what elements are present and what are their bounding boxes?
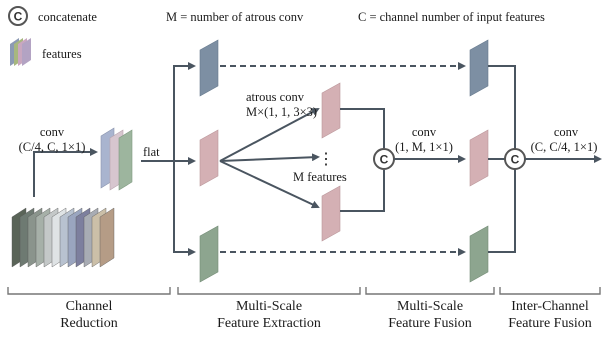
atrous-arrow-bottom — [219, 160, 320, 209]
feature-middle-pink — [199, 129, 219, 187]
final-in-top — [488, 65, 516, 149]
concat-icon — [8, 6, 28, 26]
atrous-arrow-middle — [219, 153, 320, 162]
input-feature-stack — [11, 207, 115, 268]
final-in-bottom — [488, 169, 516, 253]
input-feature-slab — [99, 207, 115, 268]
flat-label: flat — [143, 145, 160, 159]
conv3-params: (C, C/4, 1×1) — [531, 140, 598, 154]
concat-icon-letter: C — [14, 10, 23, 24]
legend-concat: C concatenate — [8, 6, 97, 26]
legend-features: features — [10, 38, 82, 66]
reduced-feature-stack — [100, 127, 133, 191]
features-icon — [10, 38, 31, 66]
ellipsis-dots: ⋮ — [318, 151, 334, 168]
feature-top-blue — [199, 39, 219, 97]
conv1-title: conv — [40, 125, 65, 139]
fusion-in-bottom — [340, 170, 385, 212]
conv2-title: conv — [412, 125, 437, 139]
section-labels: Channel Reduction Multi-Scale Feature Ex… — [60, 299, 592, 331]
atrous-feature-bottom — [321, 185, 341, 242]
c-definition: C = channel number of input features — [358, 10, 545, 24]
bracket-feature-fusion — [365, 287, 495, 295]
fused-feature-top-blue — [469, 39, 489, 97]
concat-legend-label: concatenate — [38, 10, 97, 24]
atrous-params: M×(1, 1, 3×3) — [246, 105, 317, 119]
section-2-line2: Feature Extraction — [217, 316, 321, 331]
atrous-arrow-top — [219, 108, 320, 162]
section-2-line1: Multi-Scale — [236, 299, 302, 314]
atrous-feature-top — [321, 82, 341, 139]
fused-feature-middle-pink — [469, 129, 489, 187]
branch-bottom-arrow — [173, 161, 196, 256]
bracket-feature-extraction — [177, 287, 361, 295]
conv2-params: (1, M, 1×1) — [395, 140, 453, 154]
section-3-line2: Feature Fusion — [388, 316, 472, 331]
features-legend-label: features — [42, 47, 82, 61]
section-brackets — [7, 287, 601, 295]
bracket-inter-channel — [499, 287, 601, 295]
conv1-arrow — [33, 148, 98, 197]
m-definition: M = number of atrous conv — [166, 10, 304, 24]
fusion-in-top — [340, 108, 385, 148]
conv3-title: conv — [554, 125, 579, 139]
section-1-line2: Reduction — [60, 316, 118, 331]
fused-feature-bottom-green — [469, 225, 489, 283]
section-4-line1: Inter-Channel — [511, 299, 589, 314]
bracket-channel-reduction — [7, 287, 171, 295]
feature-bottom-green — [199, 225, 219, 283]
concat-node-2-letter: C — [511, 153, 520, 167]
atrous-title: atrous conv — [246, 90, 305, 104]
section-1-line1: Channel — [66, 299, 113, 314]
conv1-params: (C/4, C, 1×1) — [19, 140, 86, 154]
branch-top-arrow — [173, 62, 196, 161]
section-4-line2: Feature Fusion — [508, 316, 592, 331]
section-3-line1: Multi-Scale — [397, 299, 463, 314]
concat-node-1-letter: C — [380, 153, 389, 167]
m-features-label: M features — [293, 170, 347, 184]
